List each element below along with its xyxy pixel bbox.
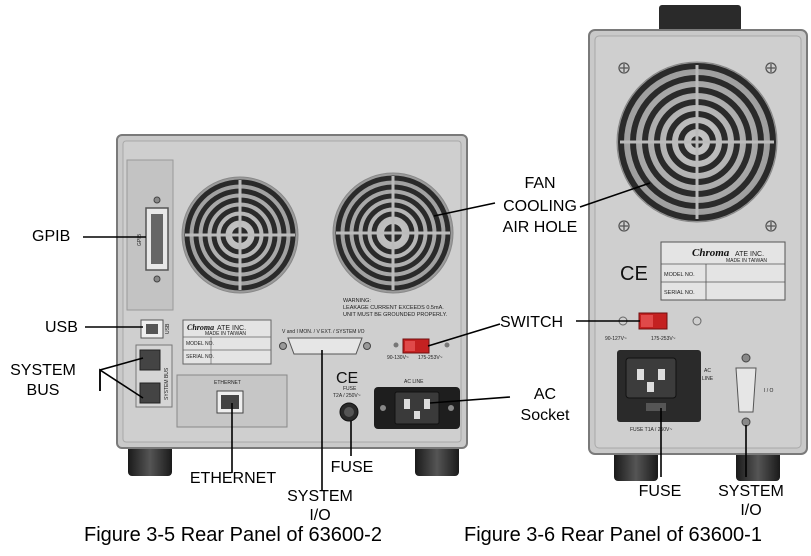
system-io-connector: V and I MON. / V EXT. / SYSTEM I/O (279, 329, 371, 355)
system-bus-tag: SYSTEM BUS (164, 367, 170, 400)
fan-left (181, 176, 299, 294)
label-fuse-right: FUSE (638, 483, 682, 500)
ce-mark: CE (336, 370, 358, 387)
unit-63600-1: CE Chroma ATE INC. MADE IN TAIWAN MODEL … (588, 5, 808, 481)
nameplate-63600-2: Chroma ATE INC. MADE IN TAIWAN MODEL NO.… (182, 319, 272, 365)
ac-line-tag: AC LINE (404, 379, 424, 385)
voltage-high-r: 175-253V~ (651, 336, 676, 342)
caption-figure-3-5: Figure 3-5 Rear Panel of 63600-2 (84, 524, 382, 546)
warning-line-2: LEAKAGE CURRENT EXCEEDS 0.5mA. (343, 305, 444, 311)
label-ac-2: Socket (520, 407, 570, 424)
usb-port: USB (140, 319, 171, 339)
voltage-low-r: 90-127V~ (605, 336, 627, 342)
voltage-switch: 90-130V~ 175-253V~ (387, 338, 450, 361)
brand-suffix-r: ATE INC. (735, 251, 764, 258)
brand-logo: Chroma (187, 323, 214, 332)
label-system-bus-2: BUS (26, 382, 60, 399)
model-no-r: MODEL NO. (664, 272, 695, 278)
unit-63600-2: GPIB USB SYSTEM BUS ETHERNET (116, 134, 468, 476)
voltage-low: 90-130V~ (387, 355, 409, 361)
label-fan-3: AIR HOLE (502, 219, 578, 236)
ac-line-r-1: AC (704, 368, 711, 374)
label-gpib: GPIB (32, 228, 71, 245)
made-in-r: MADE IN TAIWAN (726, 258, 767, 264)
fuse-rating-r: FUSE T1A / 250V~ (630, 427, 672, 433)
gpib-connector: GPIB (137, 196, 169, 283)
label-system-io-1: SYSTEM (287, 488, 353, 505)
label-system-bus-1: SYSTEM (10, 362, 76, 379)
brand-suffix: ATE INC. (217, 325, 246, 332)
ac-line-r-2: LINE (702, 376, 714, 382)
ac-socket-r: AC LINE FUSE T1A / 250V~ (617, 350, 714, 433)
label-ethernet: ETHERNET (189, 470, 277, 487)
voltage-high: 175-253V~ (418, 355, 443, 361)
io-connector-r: I / O (735, 353, 774, 427)
serial-no: SERIAL NO. (186, 354, 214, 360)
label-fuse: FUSE (330, 459, 374, 476)
fan-single (616, 61, 778, 223)
nameplate-63600-1: Chroma ATE INC. MADE IN TAIWAN MODEL NO.… (660, 241, 786, 301)
warning-line-1: WARNING: (343, 298, 371, 304)
io-tag-r: I / O (764, 388, 774, 394)
warning-text: WARNING: LEAKAGE CURRENT EXCEEDS 0.5mA. … (343, 298, 448, 318)
label-system-io-right-1: SYSTEM (718, 483, 784, 500)
connector-tag: V and I MON. / V EXT. / SYSTEM I/O (282, 329, 365, 335)
fuse-rating: T2A / 250V~ (333, 393, 361, 399)
fan-screws (618, 62, 777, 232)
gpib-tag: GPIB (137, 233, 143, 246)
model-no: MODEL NO. (186, 341, 214, 347)
serial-no-r: SERIAL NO. (664, 290, 695, 296)
label-ac-1: AC (533, 386, 557, 403)
warning-line-3: UNIT MUST BE GROUNDED PROPERLY. (343, 312, 448, 318)
fuse-tag: FUSE (343, 386, 357, 392)
label-system-io-right-2: I/O (740, 502, 762, 519)
callout-lines (83, 182, 747, 491)
fuse-holder: FUSE T2A / 250V~ (333, 386, 361, 422)
ethernet-tag: ETHERNET (214, 380, 241, 386)
label-fan-2: COOLING (503, 198, 577, 215)
system-bus-ports: SYSTEM BUS (135, 344, 173, 408)
top-handle (659, 5, 741, 35)
made-in: MADE IN TAIWAN (205, 331, 246, 337)
ac-line-socket: AC LINE (374, 379, 460, 429)
label-system-io-2: I/O (309, 507, 331, 524)
brand-logo-r: Chroma (692, 247, 730, 259)
fan-right (332, 172, 454, 294)
label-usb: USB (45, 319, 78, 336)
label-fan-1: FAN (524, 175, 556, 192)
label-switch: SWITCH (500, 314, 564, 331)
usb-tag: USB (165, 323, 171, 334)
caption-figure-3-6: Figure 3-6 Rear Panel of 63600-1 (464, 524, 762, 546)
ce-mark-r: CE (620, 263, 648, 285)
